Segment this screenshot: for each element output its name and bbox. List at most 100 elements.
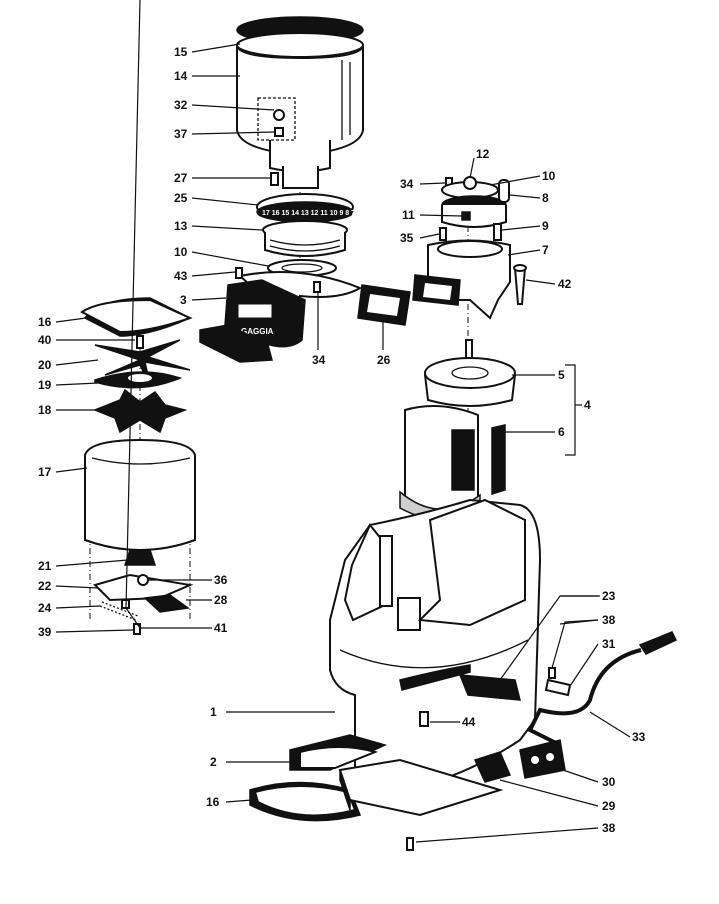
callout-8: 8 [542, 191, 549, 205]
motor-assembly [399, 339, 517, 521]
callout-26: 26 [377, 353, 391, 367]
callout-3: 3 [180, 293, 187, 307]
motor-bracket-6 [491, 424, 506, 496]
screw-27 [270, 172, 279, 186]
screw-38-bottom [406, 837, 414, 851]
doser-paddle-18 [92, 388, 188, 434]
doser-cylinder-17 [84, 438, 196, 551]
spring-9 [493, 223, 502, 241]
connector-window [367, 294, 400, 316]
callout-38-top: 38 [602, 613, 616, 627]
burr-ring-inner [281, 263, 323, 273]
base-assembly [249, 734, 566, 851]
screw-42 [513, 267, 527, 305]
bean-hopper [236, 16, 364, 173]
switch-23 [458, 674, 521, 701]
doser-cylinder-rim [91, 457, 191, 465]
hopper-body [236, 44, 364, 157]
body-slot [399, 664, 471, 691]
lever-8 [498, 179, 510, 203]
screw-40 [136, 335, 144, 349]
terminal-30 [519, 739, 566, 779]
hopper-screw [274, 127, 284, 137]
callout-32: 32 [174, 98, 188, 112]
doser-lid-top [80, 298, 193, 334]
housing-spout [199, 324, 273, 363]
screw-43 [235, 267, 243, 279]
burr-threads [269, 239, 341, 252]
screw-34-left [313, 281, 321, 293]
callout-5: 5 [558, 368, 565, 382]
callout-43: 43 [174, 269, 188, 283]
callout-14: 14 [174, 69, 188, 83]
leader-lines [55, 0, 631, 843]
callout-38-bottom: 38 [602, 821, 616, 835]
burr-carrier-body [441, 205, 507, 228]
body-bracket [397, 597, 421, 631]
callout-labels: 15 14 32 37 27 25 13 10 43 3 34 26 16 40… [38, 45, 646, 835]
body-inner-wall [417, 498, 526, 627]
callout-12: 12 [476, 147, 490, 161]
callout-28: 28 [214, 593, 228, 607]
screw-38-top [548, 667, 556, 679]
connector-26 [357, 284, 411, 326]
drip-tray-inner [253, 785, 357, 817]
adjustment-dial-text: 17 16 15 14 13 12 11 10 9 8 7 6 5 4 3 2 … [262, 210, 390, 217]
hopper-shutter-knob [273, 109, 285, 121]
callout-7: 7 [542, 243, 549, 257]
doser-disc-hole [128, 374, 152, 382]
power-cord [527, 631, 678, 747]
screw-39 [133, 623, 141, 635]
spring-24 [99, 601, 139, 621]
callout-16-bottom: 16 [206, 795, 220, 809]
upper-housing: GAGGIA [199, 267, 363, 363]
burr-holder-assembly [412, 176, 527, 320]
callout-35: 35 [400, 231, 414, 245]
switch-29 [473, 751, 512, 783]
callout-25: 25 [174, 191, 188, 205]
callout-37: 37 [174, 127, 188, 141]
burr-holder-opening [437, 240, 503, 258]
pin-36 [137, 574, 149, 586]
doser-assembly [80, 297, 196, 635]
doser-base-22 [93, 573, 194, 602]
terminal-hole-2 [546, 753, 554, 761]
cord-33 [527, 648, 642, 747]
base-plate-edge [339, 769, 351, 811]
callout-10-right: 10 [542, 169, 556, 183]
callout-18: 18 [38, 403, 52, 417]
callout-23: 23 [602, 589, 616, 603]
body-front-curve [339, 639, 529, 669]
callout-31: 31 [602, 637, 616, 651]
hopper-rim [236, 32, 364, 58]
callout-24: 24 [38, 601, 52, 615]
callout-34-left: 34 [312, 353, 326, 367]
callout-20: 20 [38, 358, 52, 372]
callout-13: 13 [174, 219, 188, 233]
callout-44: 44 [462, 715, 476, 729]
screw-35 [439, 227, 447, 241]
callout-19: 19 [38, 378, 52, 392]
housing-badge [237, 303, 273, 319]
base-tray-top [299, 746, 379, 769]
doser-lever-28 [143, 594, 190, 613]
chute-window [423, 283, 452, 300]
callout-29: 29 [602, 799, 616, 813]
callout-1: 1 [210, 705, 217, 719]
main-body [329, 498, 542, 792]
callout-27: 27 [174, 171, 188, 185]
callout-10-left: 10 [174, 245, 188, 259]
motor-flange-center [451, 366, 489, 380]
callout-4: 4 [584, 398, 591, 412]
screw-42-head [513, 264, 527, 272]
callout-40: 40 [38, 333, 52, 347]
chute-top [282, 166, 319, 189]
upper-burr-body [264, 232, 346, 257]
base-plate [338, 758, 504, 817]
callout-11: 11 [402, 208, 415, 222]
callout-15: 15 [174, 45, 188, 59]
brand-label: GAGGIA [241, 327, 274, 336]
burr-adjustment: 17 16 15 14 13 12 11 10 9 8 7 6 5 4 3 2 … [256, 166, 390, 277]
screw-44 [419, 711, 429, 727]
